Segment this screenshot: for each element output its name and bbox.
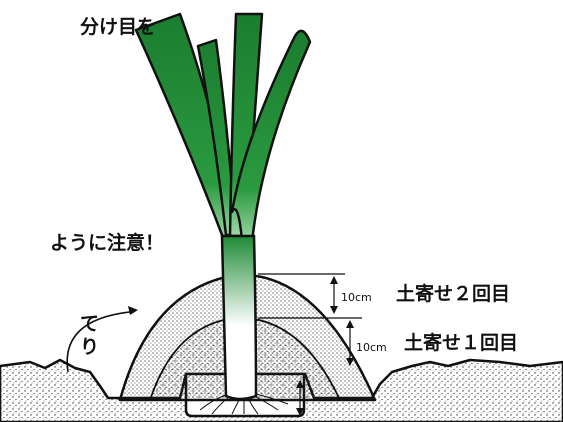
leek-stem: [222, 236, 256, 399]
hilling-1-height: 10cm: [356, 342, 387, 353]
left-note-fragment-2: り: [80, 338, 99, 357]
hilling-2-height: 10cm: [341, 292, 372, 303]
left-note-fragment-1: て: [80, 315, 99, 334]
hilling-1-label: 土寄せ１回目: [404, 334, 518, 353]
curved-pointer-arrowhead: [128, 306, 138, 315]
hilling-2-label: 土寄せ２回目: [396, 285, 510, 304]
leek-leaves: [136, 14, 310, 242]
warning-note-fragment: ように注意！: [50, 234, 164, 253]
top-note-fragment: 分け目を: [80, 18, 156, 37]
